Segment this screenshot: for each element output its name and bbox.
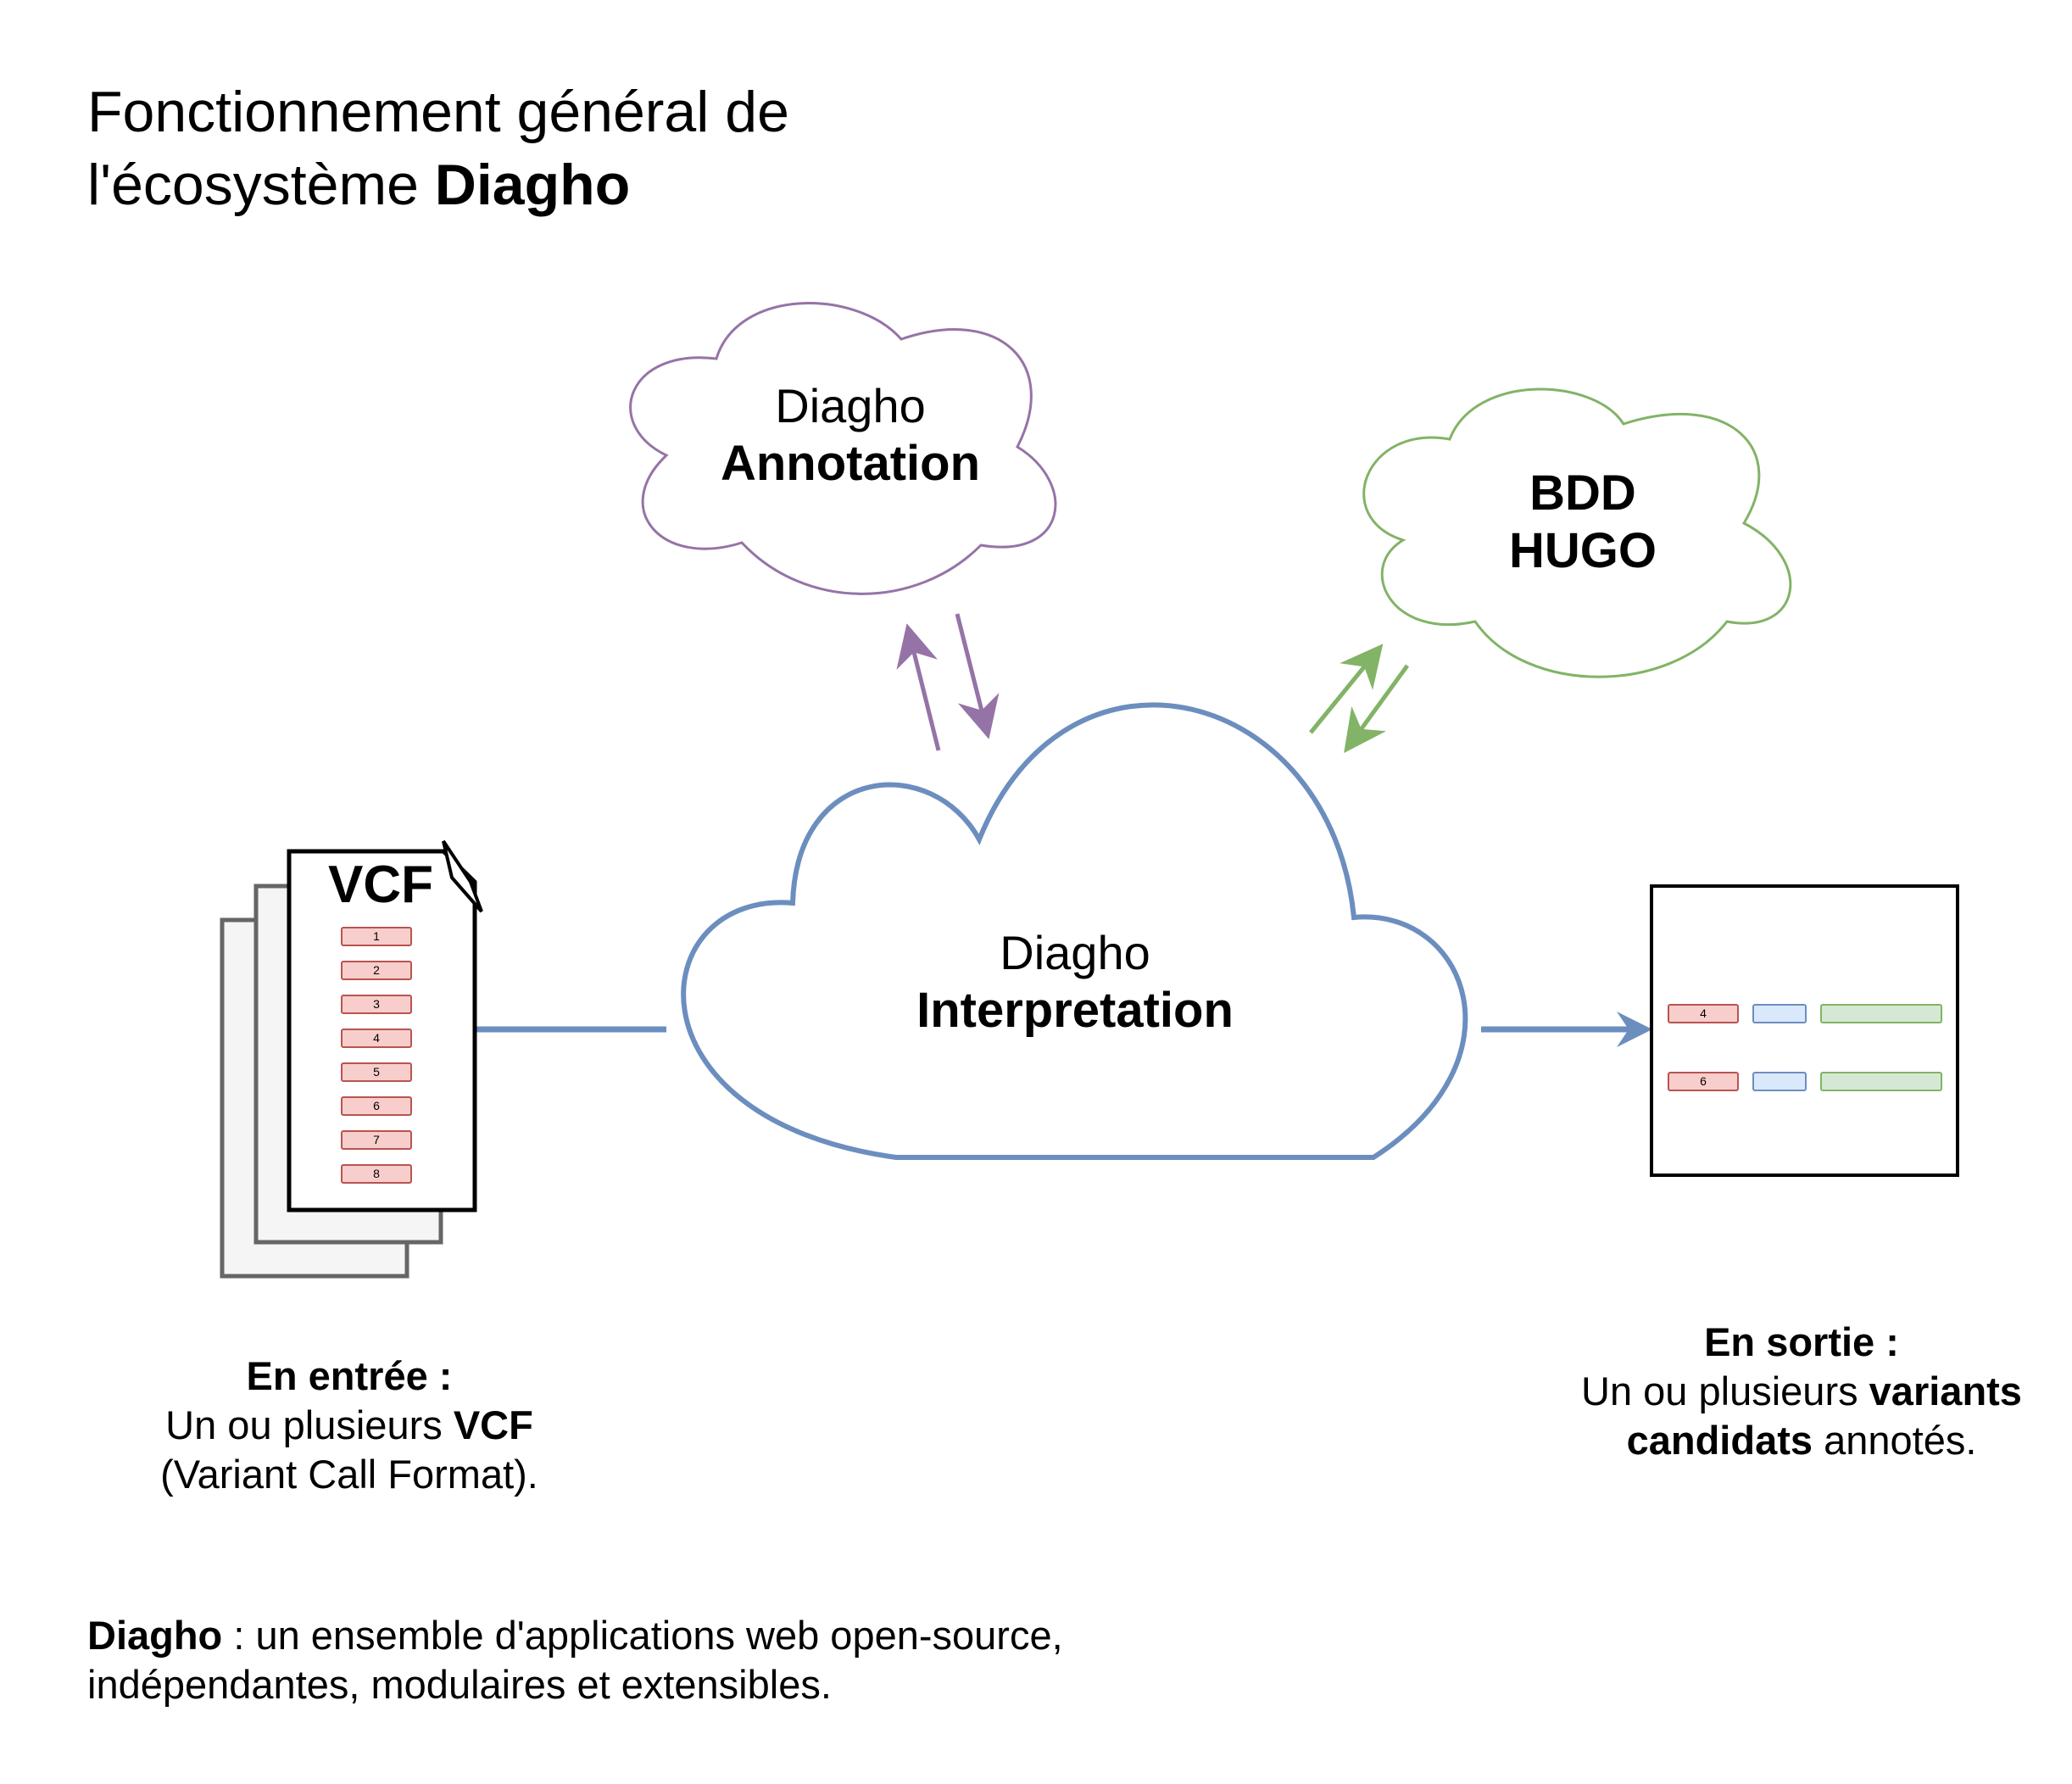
output-caption-bold: variants <box>1869 1369 2022 1413</box>
arrow-from-annotation <box>955 613 1000 739</box>
output-caption-suffix: annotés. <box>1813 1418 1977 1463</box>
output-variant-id: 4 <box>1668 1004 1739 1023</box>
title-line-2-prefix: l'écosystème <box>87 153 435 217</box>
page-title: Fonctionnement général de l'écosystème D… <box>87 75 789 221</box>
vcf-row: 6 <box>341 1096 412 1116</box>
vcf-row: 3 <box>341 995 412 1014</box>
output-caption: En sortie : Un ou plusieurs variants can… <box>1547 1318 2056 1465</box>
input-caption-prefix: Un ou plusieurs <box>165 1402 454 1447</box>
input-caption-bold: VCF <box>453 1402 533 1447</box>
input-caption-line-2: Un ou plusieurs VCF <box>95 1401 604 1450</box>
footer-line-1: Diagho : un ensemble d'applications web … <box>87 1611 1063 1660</box>
output-caption-line-2: Un ou plusieurs variants <box>1547 1367 2056 1416</box>
arrow-to-bdd <box>1309 644 1384 734</box>
output-caption-prefix: Un ou plusieurs <box>1581 1369 1869 1413</box>
arrow-to-annotation <box>896 623 941 751</box>
output-variant-info <box>1752 1004 1807 1023</box>
dog-ear-icon <box>442 839 483 913</box>
interpretation-cloud-label: Diagho Interpretation <box>905 924 1245 1040</box>
bdd-cloud-label: BDD HUGO <box>1413 465 1752 580</box>
interpretation-line-1: Diagho <box>1000 926 1150 979</box>
output-caption-bold-2: candidats <box>1626 1418 1813 1463</box>
output-panel <box>1650 884 1959 1177</box>
footer-line-1-rest: : un ensemble d'applications web open-so… <box>222 1613 1063 1658</box>
vcf-rows: 1 2 3 4 5 6 7 8 <box>341 927 417 1198</box>
output-caption-heading: En sortie : <box>1704 1319 1899 1364</box>
vcf-row: 1 <box>341 927 412 946</box>
vcf-row: 7 <box>341 1130 412 1150</box>
vcf-title: VCF <box>328 856 433 914</box>
output-variant-id: 6 <box>1668 1072 1739 1091</box>
annotation-line-1: Diagho <box>775 379 926 432</box>
input-caption-line-3: (Variant Call Format). <box>160 1452 538 1497</box>
arrow-from-bdd <box>1344 664 1410 754</box>
input-caption-heading: En entrée : <box>246 1353 453 1398</box>
annotation-cloud-label: Diagho Annotation <box>681 377 1020 493</box>
title-line-2: l'écosystème Diagho <box>87 148 789 221</box>
annotation-cloud-shape <box>629 302 1057 595</box>
bdd-cloud-shape <box>1362 387 1792 678</box>
annotation-line-2: Annotation <box>720 436 981 491</box>
input-caption: En entrée : Un ou plusieurs VCF (Variant… <box>95 1352 604 1499</box>
output-variant-info <box>1752 1072 1807 1091</box>
output-caption-line-3: candidats annotés. <box>1547 1416 2056 1465</box>
interpretation-cloud-shape <box>681 702 1468 1160</box>
bdd-line-2: HUGO <box>1509 523 1657 578</box>
output-rows: 4 6 <box>1668 1004 1947 1097</box>
bdd-line-1: BDD <box>1529 466 1636 521</box>
output-variant-annotation <box>1820 1004 1942 1023</box>
vcf-row: 8 <box>341 1164 412 1184</box>
output-variant-annotation <box>1820 1072 1942 1091</box>
footer-line-2: indépendantes, modulaires et extensibles… <box>87 1662 832 1707</box>
title-line-1: Fonctionnement général de <box>87 80 789 144</box>
interpretation-line-2: Interpretation <box>916 983 1234 1038</box>
vcf-row: 5 <box>341 1062 412 1082</box>
vcf-row: 2 <box>341 961 412 980</box>
vcf-row: 4 <box>341 1029 412 1048</box>
title-brand: Diagho <box>434 153 631 217</box>
footer-description: Diagho : un ensemble d'applications web … <box>87 1611 1063 1709</box>
footer-brand: Diagho <box>87 1613 223 1658</box>
